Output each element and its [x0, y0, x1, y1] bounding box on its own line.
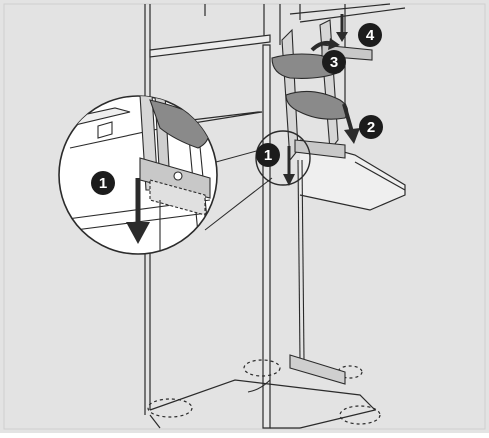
step-badge-label: 2: [367, 119, 375, 136]
step-badge-3: 3: [322, 50, 346, 74]
arrows: [283, 14, 360, 186]
arrow-step-1-large: [126, 178, 150, 244]
step-badge-1-small: 1: [256, 143, 280, 167]
cabinet: [144, 3, 406, 429]
magnified-detail: [59, 96, 216, 254]
detail-callout: [58, 95, 311, 255]
step-badge-4: 4: [358, 23, 382, 47]
arrow-step-4: [336, 14, 348, 42]
step-badges: 1 1 2 3 4: [91, 23, 383, 195]
step-badge-label: 3: [330, 54, 338, 71]
step-badge-label: 1: [264, 147, 272, 164]
step-badge-label: 1: [99, 175, 107, 192]
leader-line-bottom: [204, 177, 273, 231]
step-badge-label: 4: [366, 27, 375, 44]
step-badge-2: 2: [359, 115, 383, 139]
detail-marker-circle: [255, 130, 311, 186]
arrow-step-2: [342, 103, 360, 144]
arrow-step-1-small: [283, 146, 295, 186]
arrow-step-3: [310, 38, 340, 52]
step-badge-1-large: 1: [91, 171, 115, 195]
frame-border: [3, 3, 486, 430]
